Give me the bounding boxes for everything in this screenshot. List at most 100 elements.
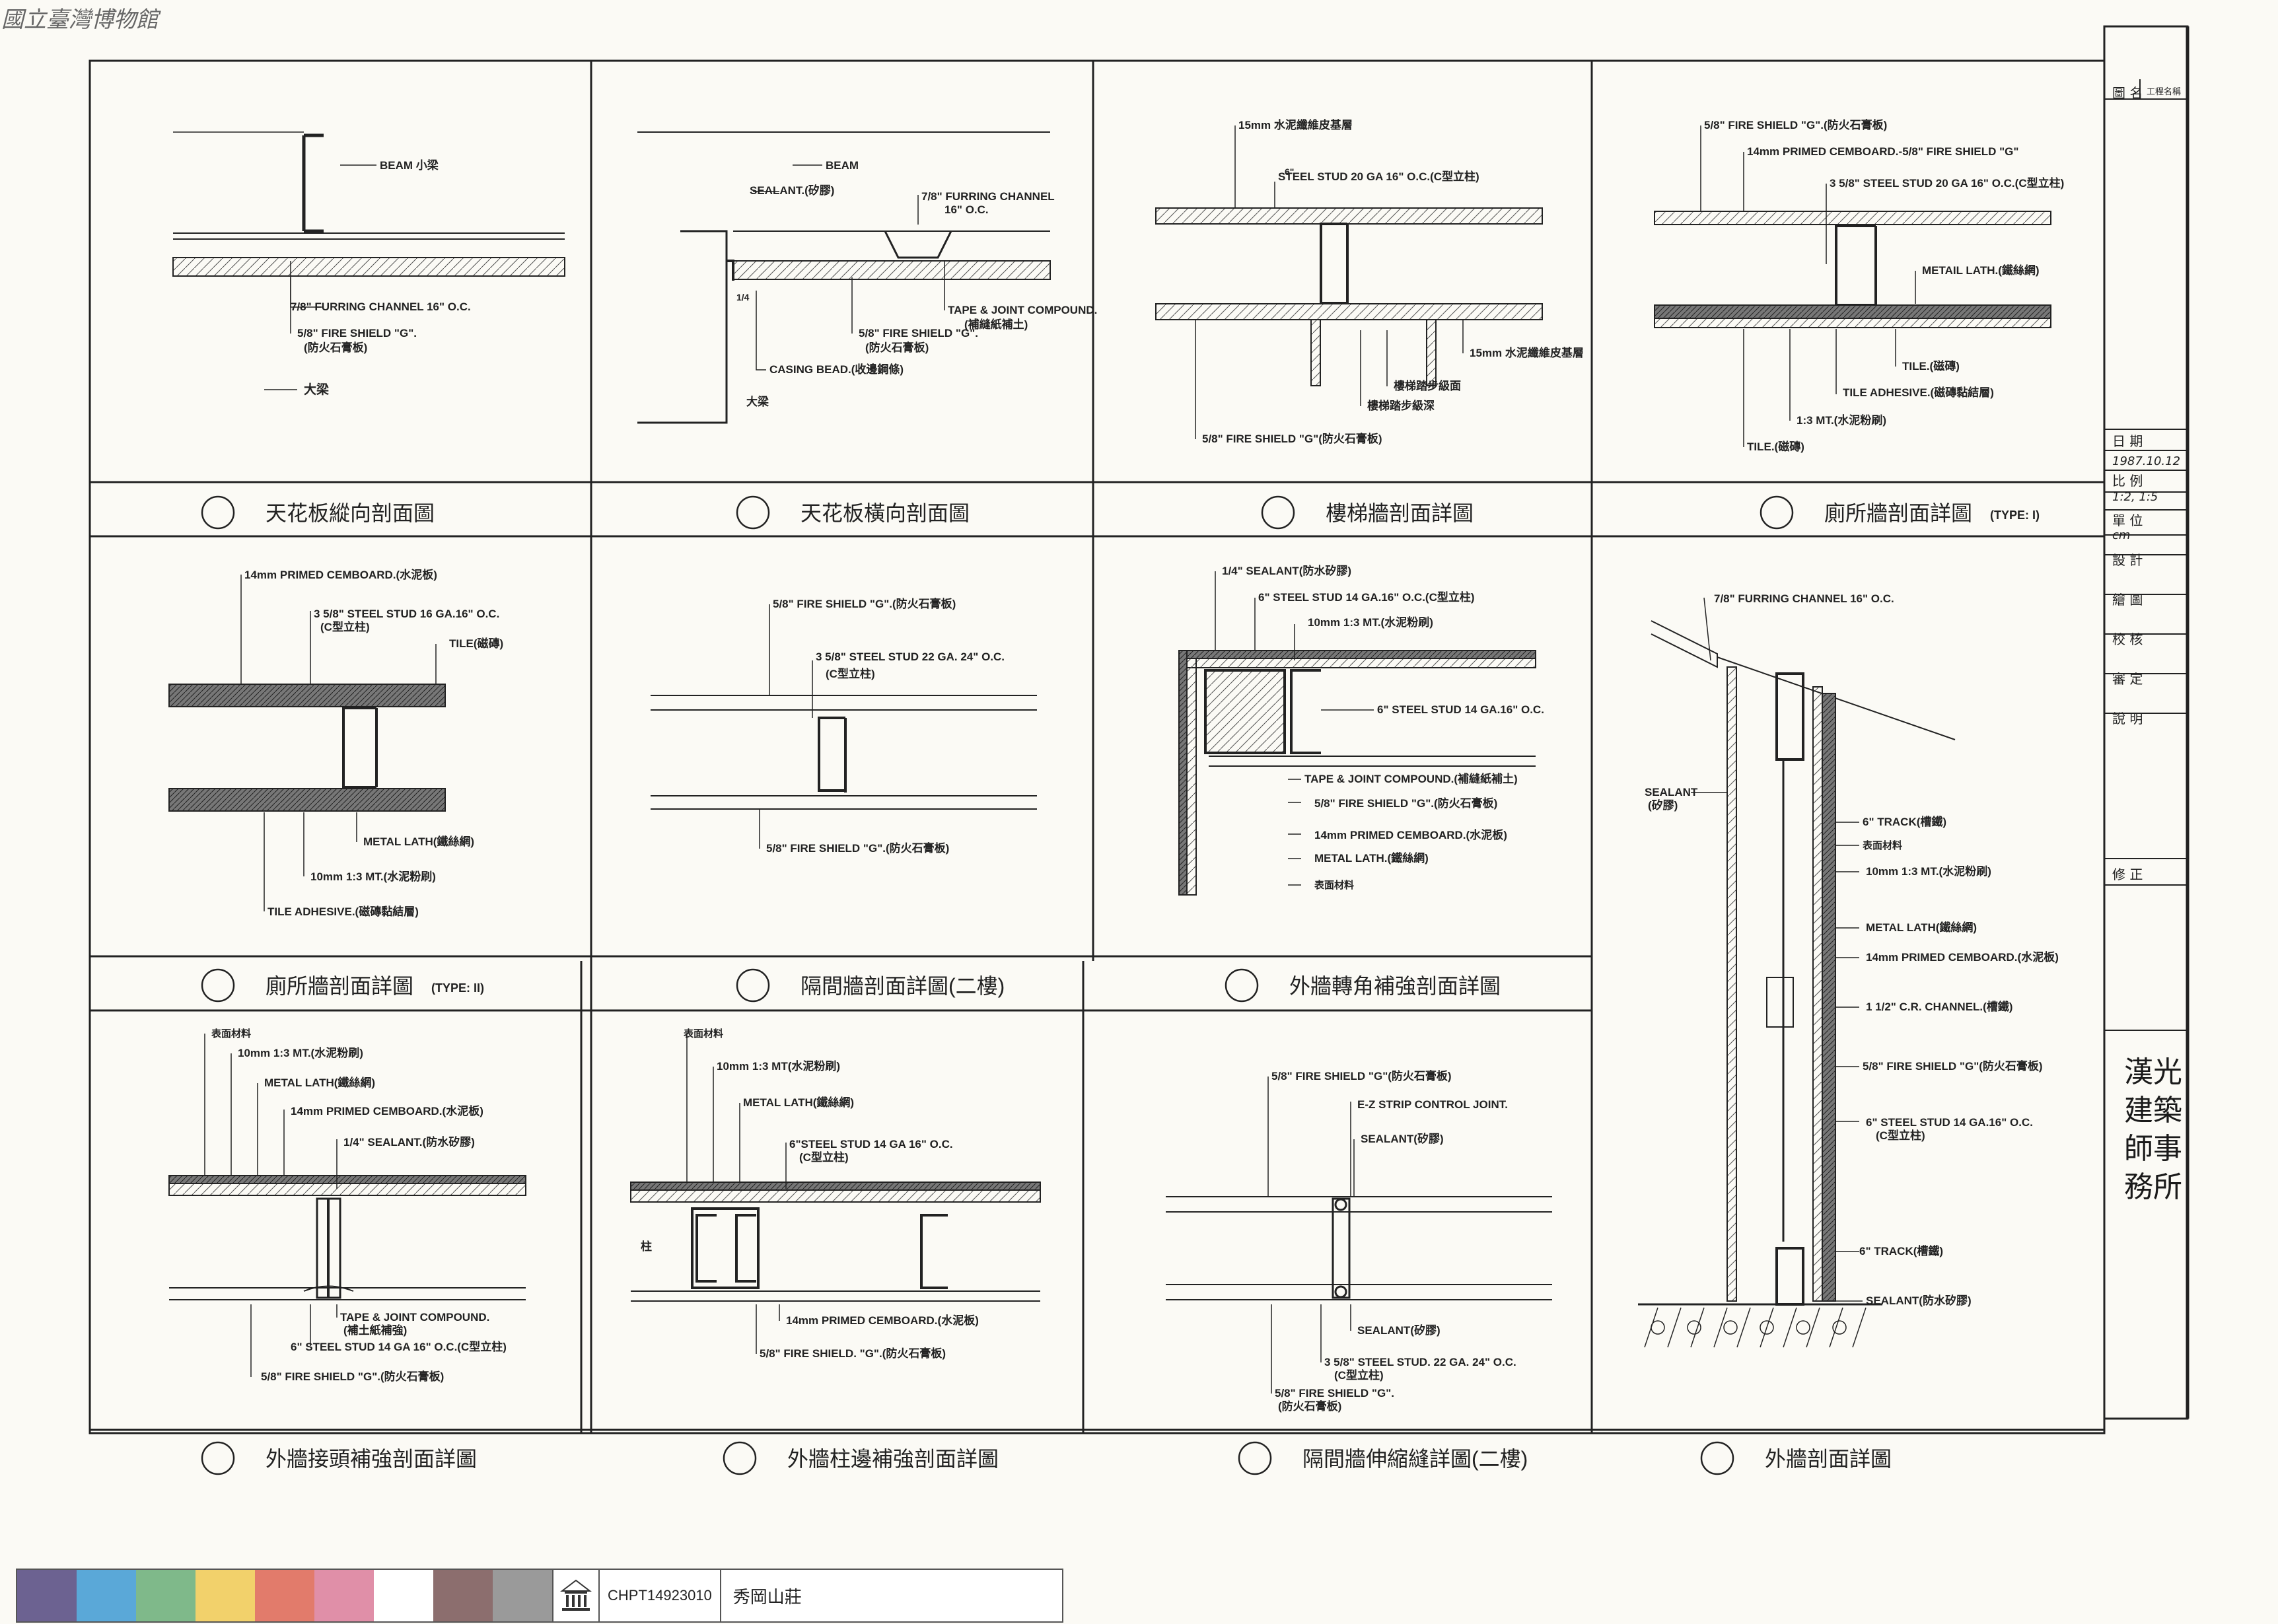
callout-label: SEALANT.(矽膠) <box>750 184 834 197</box>
callout-label: 表面材料 <box>1863 839 1902 851</box>
callout-label: 5/8" FIRE SHIELD "G".(防火石膏板) <box>1314 796 1497 810</box>
callout-label: 5/8" FIRE SHIELD "G". <box>1275 1387 1394 1399</box>
detail-number-circle <box>736 968 770 1003</box>
tb-check-label: 校 核 <box>2112 631 2143 647</box>
aggregate <box>1796 1320 1810 1335</box>
detail-title: 廁所牆剖面詳圖 <box>1824 501 1972 525</box>
callout-label: 6" STEEL STUD 14 GA.16" O.C.(C型立柱) <box>1258 590 1475 604</box>
color-swatch <box>493 1570 552 1621</box>
tb-date-label: 日 期 <box>2112 433 2143 449</box>
color-swatch <box>136 1570 196 1621</box>
callout-label: 3 5/8" STEEL STUD 22 GA. 24" O.C. <box>816 651 1005 663</box>
callout-label: (防火石膏板) <box>1278 1399 1341 1413</box>
callout-label: 5/8" FIRE SHIELD "G".(防火石膏板) <box>773 597 956 610</box>
color-swatch <box>77 1570 136 1621</box>
leader-line <box>1703 597 1711 661</box>
callout-label: 1/4" SEALANT.(防水矽膠) <box>343 1135 475 1148</box>
beam-section <box>637 230 728 424</box>
tb-revision-label: 修 正 <box>2112 866 2143 882</box>
callout-label: 1/4 <box>736 292 750 302</box>
slab-hatch <box>1736 1307 1751 1348</box>
detail-title: 外牆接頭補強剖面詳圖 <box>266 1447 477 1471</box>
color-swatch <box>196 1570 255 1621</box>
callout-label: (補縫紙補土) <box>964 318 1028 331</box>
callout-label: 5/8" FIRE SHIELD "G".(防火石膏板) <box>766 841 949 855</box>
color-swatch <box>374 1570 433 1621</box>
gypsum-board <box>732 260 1051 280</box>
detail-number-circle <box>723 1441 757 1475</box>
detail-title: 外牆剖面詳圖 <box>1765 1447 1892 1471</box>
detail-title: 天花板縱向剖面圖 <box>266 501 435 525</box>
detail-title: 外牆轉角補強剖面詳圖 <box>1289 974 1501 998</box>
callout-label: 15mm 水泥纖維皮基層 <box>1470 346 1584 359</box>
callout-label: 5/8" FIRE SHIELD "G". <box>297 327 417 339</box>
aggregate <box>1760 1320 1774 1335</box>
callout-label: 14mm PRIMED CEMBOARD.(水泥板) <box>1314 828 1507 841</box>
callout-label: 表面材料 <box>1314 879 1354 891</box>
callout-label: 6" STEEL STUD 14 GA 16" O.C.(C型立柱) <box>291 1340 507 1353</box>
callout-label: 表面材料 <box>684 1028 723 1040</box>
steel-stud <box>920 1214 948 1289</box>
tb-unit-label: 單 位 <box>2112 512 2143 528</box>
callout-label: 5/8" FIRE SHIELD "G".(防火石膏板) <box>261 1370 444 1383</box>
callout-label: TILE ADHESIVE.(磁磚黏結層) <box>1843 386 1994 399</box>
callout-label: 5/8" FIRE SHIELD. "G".(防火石膏板) <box>760 1347 946 1360</box>
callout-label: 柱 <box>641 1240 652 1253</box>
stucco-layer <box>1178 650 1188 896</box>
callout-label: TAPE & JOINT COMPOUND.(補縫紙補土) <box>1304 772 1518 785</box>
museum-watermark: 國立臺灣博物館 <box>1 7 159 33</box>
callout-label: 14mm PRIMED CEMBOARD.-5/8" FIRE SHIELD "… <box>1747 145 2018 158</box>
architect-firm-name: 漢光建築師事務所 <box>2124 1055 2182 1204</box>
archive-color-strip: CHPT14923010 秀岡山莊 <box>16 1569 1063 1623</box>
color-swatch <box>17 1570 77 1621</box>
callout-label: (C型立柱) <box>1876 1129 1925 1142</box>
detail-number-circle <box>201 1441 235 1475</box>
museum-logo-icon <box>552 1570 600 1621</box>
detail-title: 隔間牆剖面詳圖(二樓) <box>801 974 1005 998</box>
cr-channel <box>1766 977 1794 1028</box>
aggregate <box>1832 1320 1847 1335</box>
slab-hatch <box>1852 1307 1867 1348</box>
detail-type: (TYPE: II) <box>431 981 484 995</box>
callout-label: TILE ADHESIVE.(磁磚黏結層) <box>267 905 419 918</box>
slab-hatch <box>1806 1307 1820 1348</box>
callout-label: METAL LATH(鐵絲網) <box>264 1076 375 1089</box>
stair-tread <box>1310 319 1321 386</box>
casing-bead <box>727 260 734 281</box>
callout-label: 7/8" FURRING CHANNEL 16" O.C. <box>291 300 471 313</box>
callout-label: 1:3 MT.(水泥粉刷) <box>1797 413 1886 427</box>
callout-label: (C型立柱) <box>320 620 370 633</box>
callout-label: 表面材料 <box>211 1028 251 1040</box>
steel-stud <box>342 707 376 789</box>
callout-label: METAL LATH(鐵絲網) <box>743 1096 854 1109</box>
callout-label: (補土紙補強) <box>343 1324 407 1337</box>
stucco-layer <box>630 1182 1041 1191</box>
callout-label: 10mm 1:3 MT.(水泥粉刷) <box>1308 616 1433 629</box>
detail-title: 廁所牆剖面詳圖 <box>266 974 413 998</box>
tile-layer <box>1654 318 2051 328</box>
tb-project-label: 工程名稱 <box>2147 87 2182 97</box>
beam-section <box>302 133 324 233</box>
callout-label: 7/8" FURRING CHANNEL 16" O.C. <box>1714 592 1894 605</box>
callout-label: E-Z STRIP CONTROL JOINT. <box>1357 1098 1508 1111</box>
callout-label: 5/8" FIRE SHIELD "G"(防火石膏板) <box>1271 1069 1452 1082</box>
cement-board <box>1186 658 1197 896</box>
slab-hatch <box>1690 1307 1705 1348</box>
color-swatch <box>255 1570 314 1621</box>
detail-title: 隔間牆伸縮縫詳圖(二樓) <box>1302 1447 1528 1471</box>
callout-label: TILE.(磁磚) <box>1902 359 1960 372</box>
callout-label: 1 1/2" C.R. CHANNEL.(槽鐵) <box>1866 1000 2012 1013</box>
callout-label: 大梁 <box>304 382 330 397</box>
callout-label: 10mm 1:3 MT.(水泥粉刷) <box>1866 865 1991 878</box>
callout-label: SEALANT(矽膠) <box>1361 1132 1444 1145</box>
callout-label: (C型立柱) <box>1334 1368 1384 1382</box>
tb-note-label: 說 明 <box>2112 711 2143 726</box>
callout-label: 6" <box>1285 166 1294 177</box>
callout-label: 6" STEEL STUD 14 GA.16" O.C. <box>1866 1116 2033 1129</box>
callout-label: 樓梯踏步級深 <box>1367 399 1435 412</box>
callout-label: 6" STEEL STUD 14 GA.16" O.C. <box>1377 703 1544 716</box>
slab-hatch <box>1713 1307 1728 1348</box>
callout-label: 14mm PRIMED CEMBOARD.(水泥板) <box>291 1104 483 1117</box>
detail-number-circle <box>1700 1441 1734 1475</box>
callout-label: TILE.(磁磚) <box>1747 440 1804 453</box>
